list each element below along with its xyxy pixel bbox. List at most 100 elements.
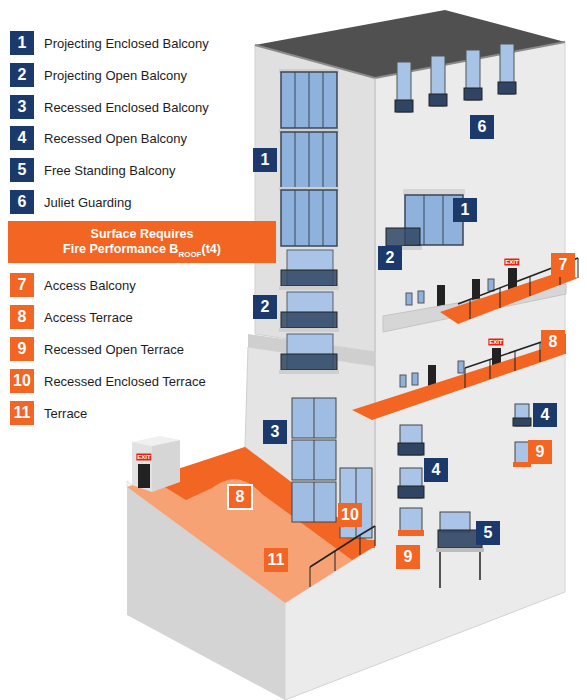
legend-label: Terrace [44, 406, 87, 421]
legend-label: Recessed Open Terrace [44, 342, 184, 357]
railing-post [375, 526, 376, 546]
callout-number: 4 [18, 129, 27, 147]
callout-number: 11 [264, 548, 288, 572]
window [440, 512, 470, 532]
callout-number: 3 [271, 423, 280, 441]
fire-performance-band: Surface RequiresFire Performance BROOF(t… [8, 221, 276, 263]
callout-number: 9 [396, 545, 420, 569]
legend-item: 7 Access Balcony [10, 273, 136, 297]
exit-sign: EXIT [504, 259, 519, 266]
railing-post [470, 299, 471, 319]
window [488, 279, 494, 291]
legend-swatch: 7 [10, 273, 34, 297]
glass-railing [513, 418, 531, 426]
legend-item: 6 Juliet Guarding [10, 190, 131, 214]
legend-swatch: 8 [10, 305, 34, 329]
callout-number: 5 [18, 161, 27, 179]
railing-post [515, 351, 516, 371]
window [418, 291, 424, 303]
legend-label: Access Balcony [44, 278, 136, 293]
enclosed-balcony-glass [281, 72, 337, 128]
mullion [314, 440, 315, 480]
enclosed-balcony-glass [281, 132, 337, 188]
callout-number: 1 [461, 201, 470, 219]
legend-swatch: 4 [10, 126, 34, 150]
recessed-window [515, 442, 529, 464]
stair-box-front [152, 440, 180, 492]
callout-number: 8 [541, 330, 565, 354]
exit-sign: EXIT [136, 454, 151, 461]
railing-post [530, 276, 531, 296]
callout-number: 11 [14, 404, 31, 422]
access-balcony-floor [440, 272, 578, 324]
legend-label: Projecting Enclosed Balcony [44, 36, 209, 51]
window [400, 375, 406, 387]
callout-number: 3 [18, 98, 27, 116]
mullion [323, 132, 324, 188]
glass-railing [398, 443, 424, 455]
mullion [309, 132, 310, 188]
mullion [295, 132, 296, 188]
recessed-window [292, 440, 336, 480]
callout-number: 4 [432, 461, 441, 479]
callout-number: 5 [484, 524, 493, 542]
legend-label: Juliet Guarding [44, 195, 131, 210]
terrace-railing [310, 526, 375, 567]
glass-railing [281, 354, 337, 370]
callout-number: 8 [227, 484, 253, 510]
callout-number: 8 [236, 488, 245, 506]
legend-item: 11 Terrace [10, 401, 87, 425]
callout-number: 10 [341, 506, 359, 524]
callout-number: 7 [551, 253, 575, 277]
callout-number: 8 [18, 308, 27, 326]
legend-swatch: 6 [10, 190, 34, 214]
stair-box-side [132, 442, 152, 492]
juliet-railing [395, 100, 413, 112]
legend-item: 8Access Terrace [10, 305, 133, 329]
door [138, 464, 150, 488]
callout-number: 3 [263, 420, 287, 444]
window [412, 373, 418, 385]
callout-number: 9 [528, 440, 552, 464]
callout-number: 4 [424, 458, 448, 482]
legend-item: 5Free Standing Balcony [10, 158, 176, 182]
juliet-railing [429, 94, 447, 106]
callout-number: 11 [268, 551, 285, 569]
railing-post [310, 567, 311, 587]
mullion [443, 195, 444, 245]
band-text: Surface Requires [12, 227, 272, 242]
balcony-leg [439, 552, 441, 588]
legend-item: 2Projecting Open Balcony [10, 63, 187, 87]
callout-number: 2 [261, 298, 270, 316]
mullion [295, 72, 296, 128]
band-text: (t4) [201, 242, 220, 256]
recessed-window [292, 398, 336, 438]
railing-post [578, 258, 579, 278]
callout-number: 6 [478, 118, 487, 136]
legend-swatch: 9 [10, 337, 34, 361]
callout-number: 5 [476, 521, 500, 545]
callout-number: 1 [253, 148, 277, 172]
recessed-terrace-floor [398, 530, 424, 536]
enclosed-terrace-floor [338, 538, 375, 548]
legend-label: Recessed Enclosed Terrace [44, 374, 206, 389]
legend-item: 1Projecting Enclosed Balcony [10, 31, 209, 55]
mullion [314, 398, 315, 438]
balcony-slab [279, 286, 339, 290]
balcony-slab [436, 548, 484, 552]
callout-number: 1 [453, 198, 477, 222]
glass-railing [386, 228, 420, 246]
mullion [323, 190, 324, 246]
window [458, 361, 464, 373]
callout-number: 7 [559, 256, 568, 274]
callout-number: 7 [18, 276, 27, 294]
callout-number: 10 [338, 503, 362, 527]
legend-label: Projecting Open Balcony [44, 68, 187, 83]
legend-swatch: 11 [10, 401, 34, 425]
callout-number: 4 [541, 406, 550, 424]
callout-number: 8 [549, 333, 558, 351]
callout-number: 6 [18, 193, 27, 211]
legend-item: 3Recessed Enclosed Balcony [10, 95, 209, 119]
balcony-slab [279, 370, 339, 374]
